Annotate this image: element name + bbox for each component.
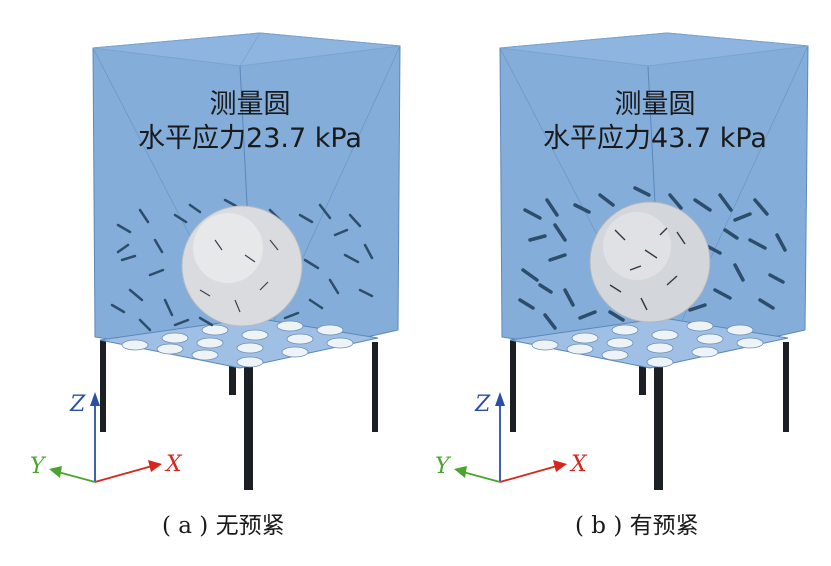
- y-axis-label: Y: [435, 454, 450, 479]
- label-title: 测量圆: [209, 89, 291, 120]
- apparatus-diagram-b: [454, 32, 809, 490]
- sphere-highlight: [193, 213, 263, 283]
- box-edge: [239, 32, 261, 67]
- label-stress: 水平应力43.7 kPa: [543, 123, 767, 154]
- x-axis-line: [94, 465, 153, 483]
- particle-cloud: [518, 186, 787, 330]
- leg: [639, 345, 646, 395]
- sphere-highlight: [603, 212, 671, 280]
- panel-b: 测量圆 水平应力43.7 kPa Z Y X ( b ) 有预紧: [405, 0, 820, 566]
- z-arrow-icon: [495, 392, 505, 406]
- leg: [229, 345, 236, 395]
- leg: [100, 340, 106, 432]
- caption-a: ( a ) 无预紧: [162, 513, 285, 539]
- measurement-label: 测量圆 水平应力43.7 kPa: [535, 88, 775, 156]
- y-axis-line: [57, 471, 96, 483]
- base-holes: [121, 320, 354, 368]
- x-arrow-icon: [553, 460, 567, 472]
- x-axis-line: [499, 465, 558, 483]
- label-title: 测量圆: [614, 89, 696, 120]
- sphere-cracks: [609, 227, 686, 311]
- y-axis-line: [462, 471, 501, 483]
- leg: [654, 360, 663, 490]
- base-holes: [531, 320, 764, 368]
- x-arrow-icon: [148, 460, 162, 472]
- label-stress: 水平应力23.7 kPa: [138, 123, 362, 154]
- z-arrow-icon: [90, 392, 100, 406]
- measurement-label: 测量圆 水平应力23.7 kPa: [130, 88, 370, 156]
- base-plate: [509, 317, 789, 369]
- sphere-cracks: [199, 239, 279, 313]
- y-axis-label: Y: [30, 454, 45, 479]
- base-plate: [99, 317, 379, 369]
- z-axis-label: Z: [475, 392, 491, 417]
- caption-b: ( b ) 有预紧: [575, 513, 699, 539]
- leg: [783, 342, 789, 432]
- z-axis-label: Z: [70, 392, 86, 417]
- y-arrow-icon: [49, 466, 62, 478]
- panel-a: 测量圆 水平应力23.7 kPa Z Y X ( a ) 无预紧: [0, 0, 415, 566]
- particle-cloud: [110, 198, 374, 332]
- x-axis-label: X: [166, 452, 182, 477]
- leg: [372, 342, 378, 432]
- leg: [244, 360, 253, 490]
- apparatus-diagram-a: [49, 32, 401, 490]
- y-arrow-icon: [454, 466, 467, 478]
- x-axis-label: X: [571, 452, 587, 477]
- leg: [510, 340, 516, 432]
